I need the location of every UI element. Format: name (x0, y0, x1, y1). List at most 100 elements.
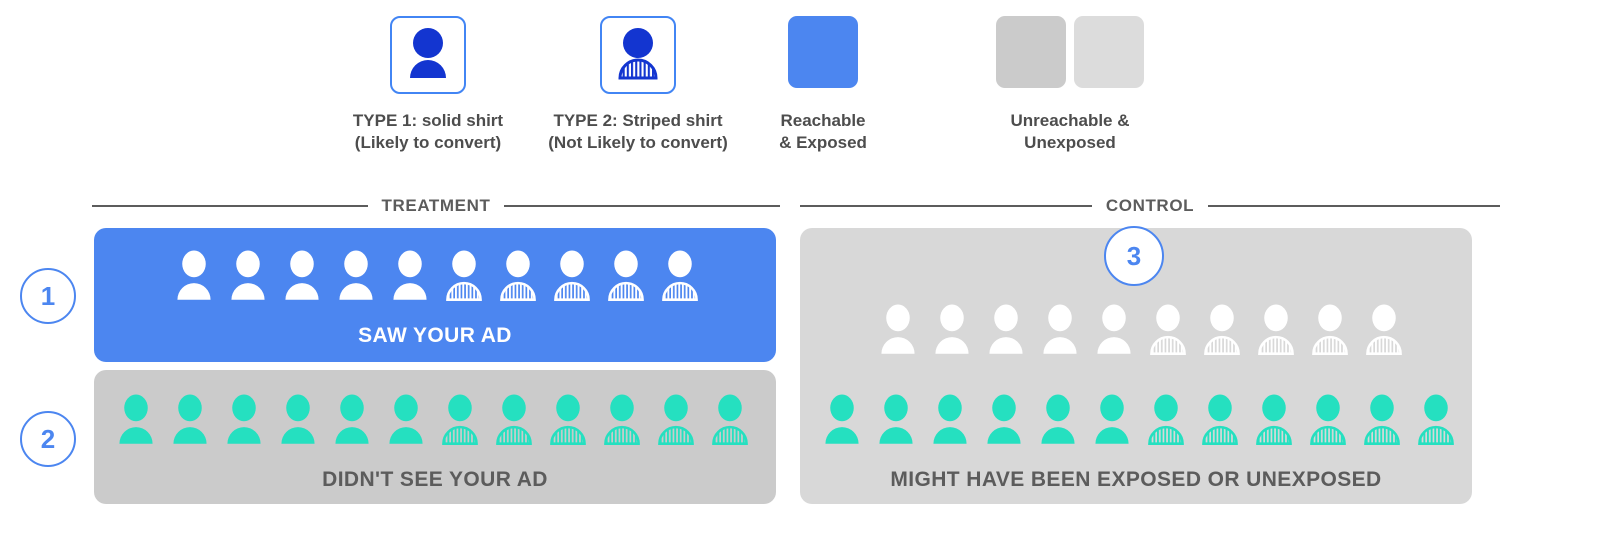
panel-caption-saw-your-ad: SAW YOUR AD (358, 324, 512, 347)
person-figure (278, 250, 326, 317)
person-striped-shirt-icon (550, 394, 586, 445)
legend-item-reachable-exposed: Reachable & Exposed (728, 16, 918, 154)
person-striped-shirt-icon (1256, 394, 1292, 445)
person-solid-shirt-icon (173, 394, 207, 444)
legend-swatch-row (510, 16, 766, 96)
person-striped-shirt-icon (600, 16, 676, 94)
person-figure (874, 304, 922, 371)
step-circle-2[interactable]: 2 (20, 411, 76, 467)
people-row-control-bottom (818, 394, 1460, 461)
person-figure (544, 394, 592, 461)
person-figure (706, 394, 754, 461)
panel-control: MIGHT HAVE BEEN EXPOSED OR UNEXPOSED (800, 228, 1472, 504)
blue-swatch-icon (788, 16, 858, 88)
person-figure (1358, 394, 1406, 461)
person-solid-shirt-icon (935, 304, 969, 354)
person-figure (872, 394, 920, 461)
person-figure (166, 394, 214, 461)
person-striped-shirt-icon (442, 394, 478, 445)
legend-item-unreachable-unexposed: Unreachable & Unexposed (960, 16, 1180, 154)
person-figure (1360, 304, 1408, 371)
legend-item-label: Unreachable & Unexposed (1010, 111, 1130, 152)
header-rule-left (92, 205, 368, 207)
person-figure (170, 250, 218, 317)
panel-caption-control-bottom: MIGHT HAVE BEEN EXPOSED OR UNEXPOSED (890, 468, 1382, 491)
person-figure (328, 394, 376, 461)
person-striped-shirt-icon (1418, 394, 1454, 445)
person-figure (224, 250, 272, 317)
person-solid-shirt-icon (879, 394, 913, 444)
person-striped-shirt-icon (1202, 394, 1238, 445)
person-striped-shirt-icon (500, 250, 536, 301)
section-title-control: CONTROL (1105, 196, 1195, 215)
legend-item-label: TYPE 2: Striped shirt (Not Likely to con… (548, 111, 728, 152)
person-figure (1304, 394, 1352, 461)
person-figure (652, 394, 700, 461)
person-striped-shirt-icon (658, 394, 694, 445)
legend: TYPE 1: solid shirt (Likely to convert) (0, 16, 1598, 166)
person-solid-shirt-icon (227, 394, 261, 444)
grey-swatch-dark-icon (996, 16, 1066, 88)
header-rule-right (504, 205, 780, 207)
legend-swatch-row (960, 16, 1180, 96)
person-figure (656, 250, 704, 317)
person-figure (1088, 394, 1136, 461)
person-figure (982, 304, 1030, 371)
person-figure (1036, 304, 1084, 371)
person-solid-shirt-icon (881, 304, 915, 354)
person-figure (1034, 394, 1082, 461)
person-figure (1412, 394, 1460, 461)
person-solid-shirt-icon (119, 394, 153, 444)
step-circle-3[interactable]: 3 (1104, 226, 1164, 286)
person-figure (926, 394, 974, 461)
person-solid-shirt-icon (177, 250, 211, 300)
panel-didnt-see-your-ad: DIDN'T SEE YOUR AD (94, 370, 776, 504)
person-striped-shirt-icon (1204, 304, 1240, 355)
person-figure (332, 250, 380, 317)
legend-item-label: TYPE 1: solid shirt (Likely to convert) (352, 111, 504, 152)
person-striped-shirt-icon (1258, 304, 1294, 355)
person-figure (602, 250, 650, 317)
person-figure (980, 394, 1028, 461)
person-figure (1090, 304, 1138, 371)
person-figure (382, 394, 430, 461)
person-striped-shirt-icon (604, 394, 640, 445)
panel-saw-your-ad: SAW YOUR AD (94, 228, 776, 362)
person-striped-shirt-icon (662, 250, 698, 301)
section-header-treatment: TREATMENT (92, 196, 780, 216)
person-figure (274, 394, 322, 461)
person-solid-shirt-icon (231, 250, 265, 300)
person-figure (1196, 394, 1244, 461)
people-row-control-top (874, 304, 1408, 371)
person-figure (1306, 304, 1354, 371)
legend-item-type-1: TYPE 1: solid shirt (Likely to convert) (300, 16, 556, 154)
panel-caption-didnt-see-your-ad: DIDN'T SEE YOUR AD (322, 468, 548, 491)
person-striped-shirt-icon (1366, 304, 1402, 355)
person-solid-shirt-icon (285, 250, 319, 300)
section-title-treatment: TREATMENT (381, 196, 491, 215)
person-figure (490, 394, 538, 461)
grey-swatch-light-icon (1074, 16, 1144, 88)
person-solid-shirt-icon (393, 250, 427, 300)
person-figure (548, 250, 596, 317)
person-figure (386, 250, 434, 317)
person-figure (598, 394, 646, 461)
person-striped-shirt-icon (496, 394, 532, 445)
person-figure (928, 304, 976, 371)
person-solid-shirt-icon (1095, 394, 1129, 444)
person-striped-shirt-icon (1364, 394, 1400, 445)
person-figure (436, 394, 484, 461)
people-row-saw-your-ad (170, 250, 704, 317)
person-solid-shirt-icon (1097, 304, 1131, 354)
legend-item-type-2: TYPE 2: Striped shirt (Not Likely to con… (510, 16, 766, 154)
step-circle-1[interactable]: 1 (20, 268, 76, 324)
person-striped-shirt-icon (712, 394, 748, 445)
person-figure (1142, 394, 1190, 461)
person-solid-shirt-icon (390, 16, 466, 94)
person-figure (494, 250, 542, 317)
people-row-didnt-see-your-ad (112, 394, 754, 461)
person-figure (112, 394, 160, 461)
person-figure (818, 394, 866, 461)
person-figure (220, 394, 268, 461)
person-solid-shirt-icon (987, 394, 1021, 444)
